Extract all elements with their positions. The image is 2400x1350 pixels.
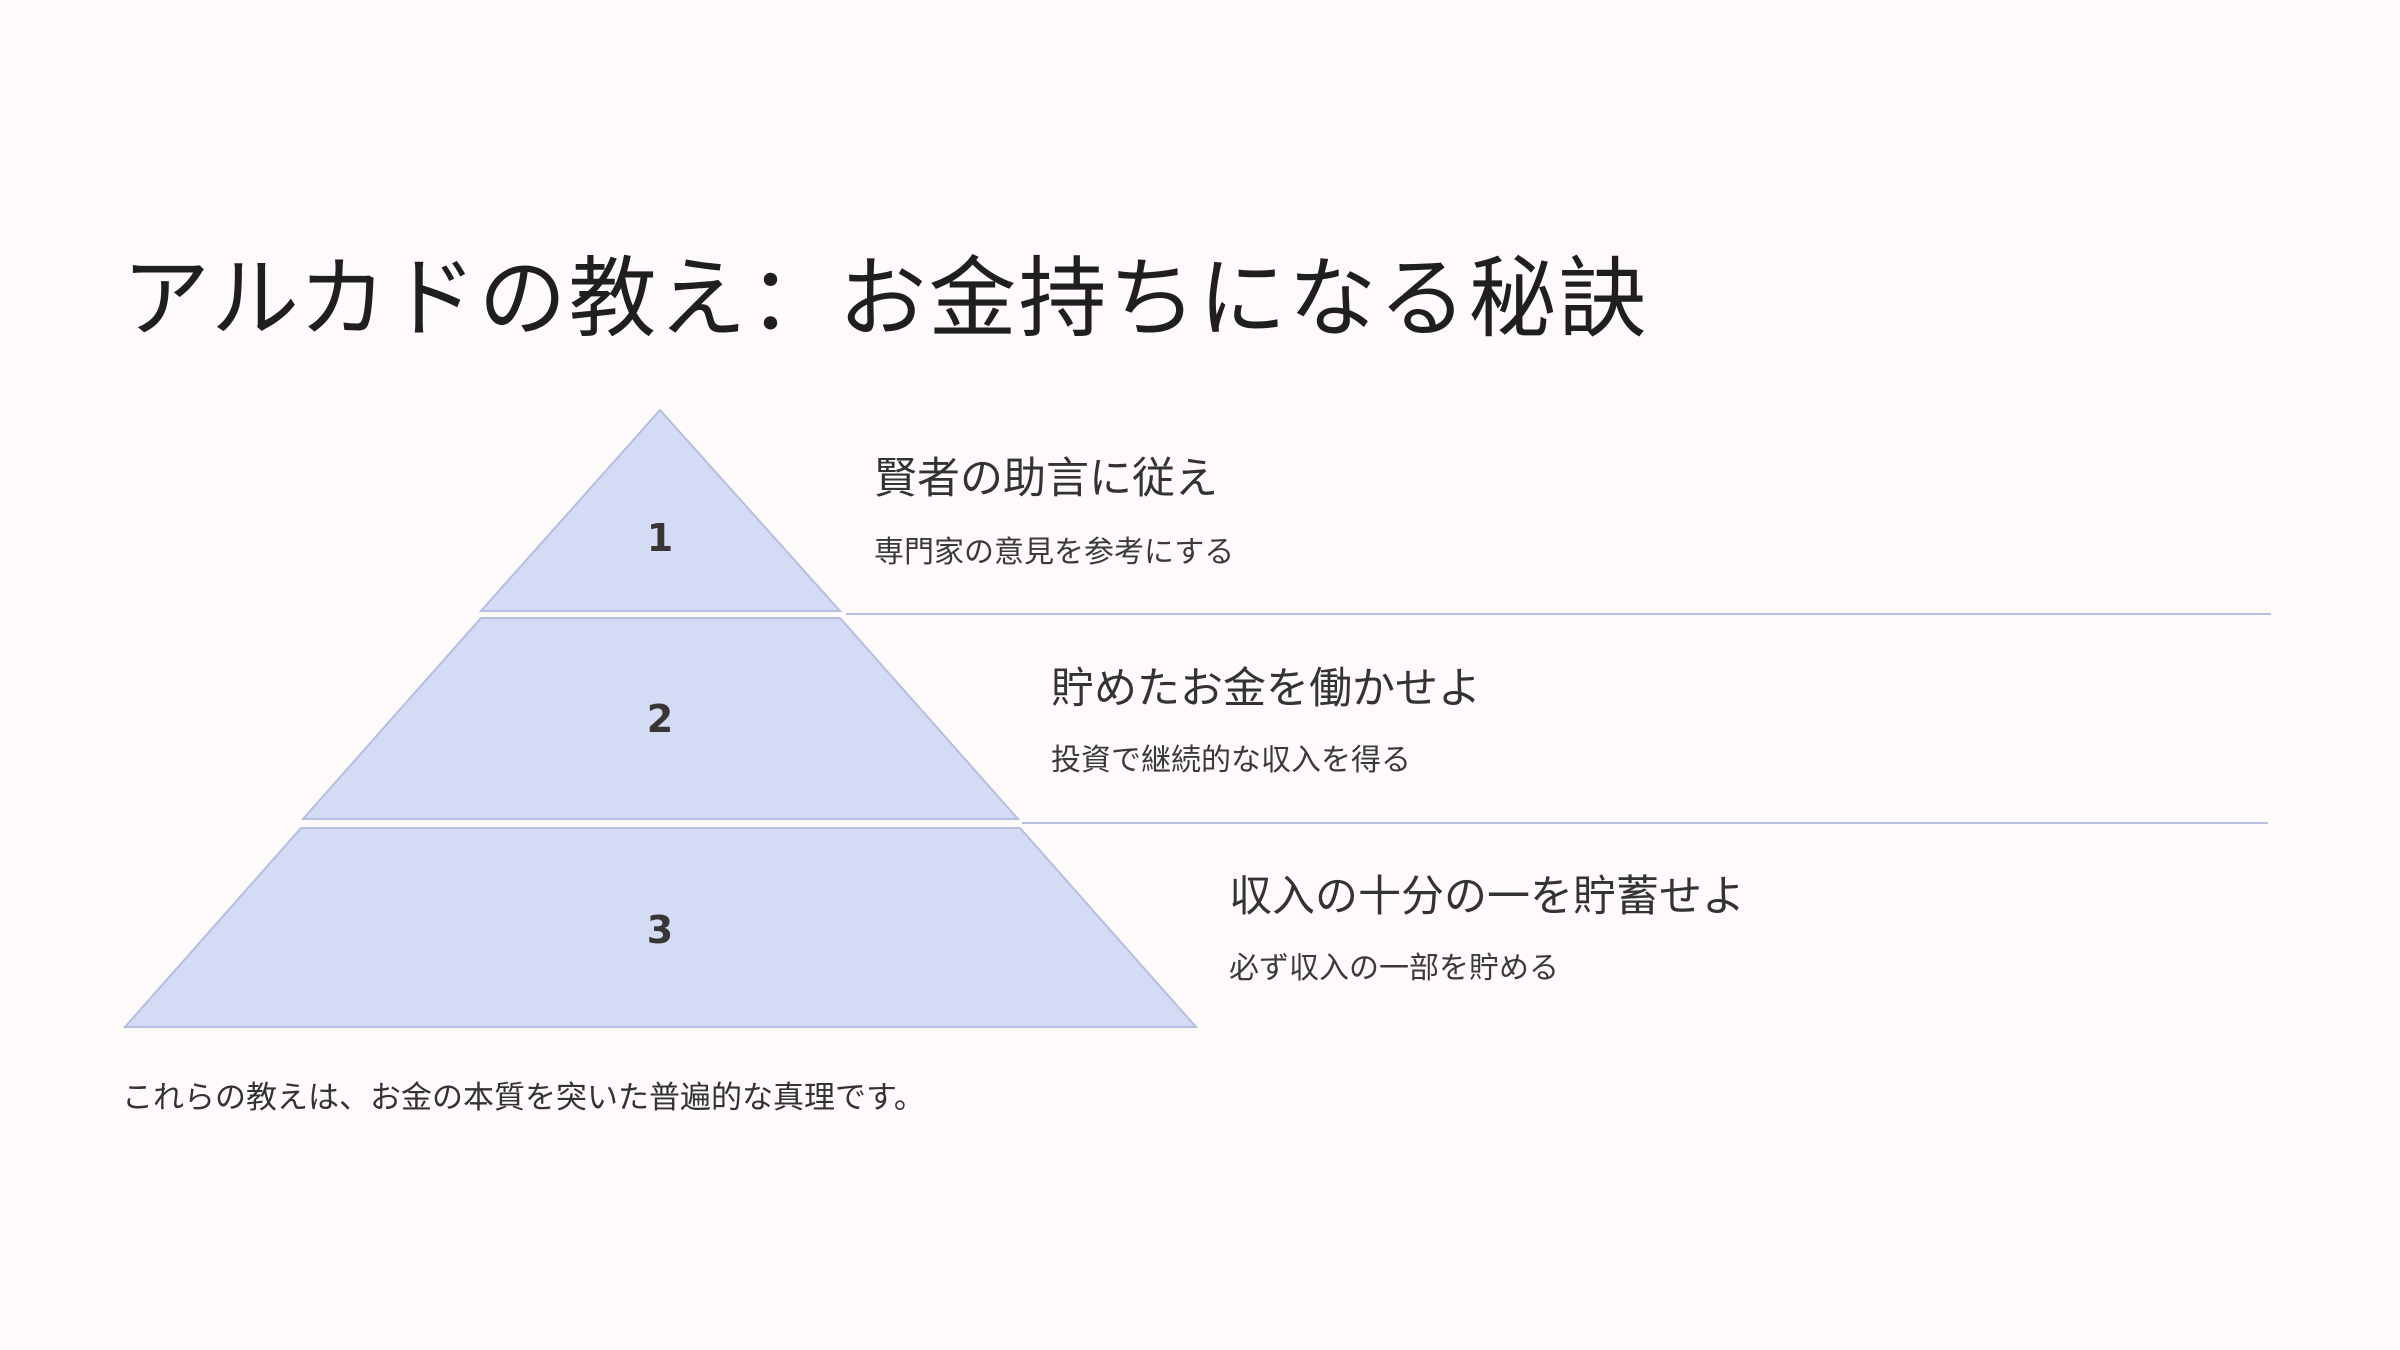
tier-number-2: 2 (647, 697, 673, 741)
pyramid-tier-1 (478, 408, 843, 612)
tier-number-3: 3 (647, 908, 673, 952)
tier-number-1: 1 (647, 516, 673, 560)
pyramid-tier-3 (122, 827, 1199, 1028)
tier-3-description: 必ず収入の一部を貯める (1229, 951, 1559, 986)
tier-1-description: 専門家の意見を参考にする (874, 535, 1235, 570)
tier-3-heading: 収入の十分の一を貯蓄せよ (1229, 872, 1745, 922)
pyramid-tier-2 (300, 617, 1021, 820)
tier-1-heading: 賢者の助言に従え (874, 454, 1218, 504)
tier-2-description: 投資で継続的な収入を得る (1051, 743, 1411, 778)
footer-note: これらの教えは、お金の本質を突いた普遍的な真理です。 (122, 1080, 925, 1116)
page-title: アルカドの教え：お金持ちになる秘訣 (122, 247, 1649, 350)
tier-2-heading: 貯めたお金を働かせよ (1051, 664, 1481, 714)
